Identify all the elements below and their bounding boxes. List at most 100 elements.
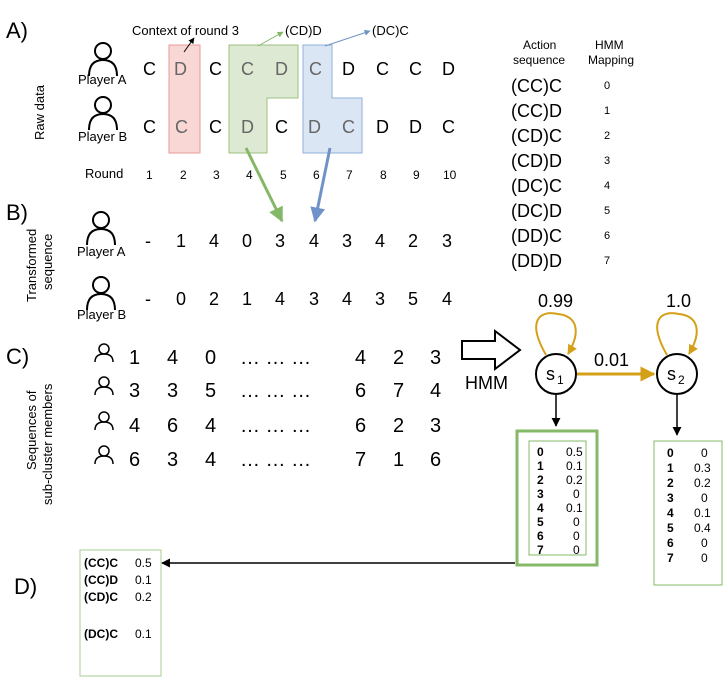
player-b-label: Player B — [78, 129, 127, 144]
transformed-b-cell: 4 — [442, 289, 452, 309]
interp-val: 0.5 — [135, 556, 152, 570]
mapping-seq: (CD)D — [511, 151, 562, 171]
interp-seq: (CC)C — [84, 556, 118, 570]
seq-cell: 3 — [430, 347, 441, 369]
mapping-val: 0 — [604, 80, 610, 92]
seq-ellipsis: … … … — [240, 347, 311, 369]
emission-key: 3 — [537, 487, 544, 501]
green-transform-arrow — [244, 147, 284, 223]
round-number: 10 — [443, 168, 457, 182]
emission-val: 0.1 — [566, 459, 583, 473]
member-icon — [94, 376, 114, 396]
transformed-player-b-row: - 0 2 1 4 3 4 3 5 4 — [145, 289, 452, 309]
transformed-b-cell: 2 — [209, 289, 219, 309]
seq-cell: 2 — [393, 415, 404, 437]
raw-a-cell: C — [241, 59, 254, 79]
interp-seq: (CC)D — [84, 573, 118, 587]
seq-cell: 7 — [355, 449, 366, 471]
emission-key: 2 — [537, 473, 544, 487]
round-label: Round — [85, 166, 123, 181]
member-icon — [94, 445, 114, 465]
member-sequence-row: 3 3 5 … … … 6 7 4 — [129, 380, 441, 402]
sequences-of-side-label: Sequences of — [24, 390, 39, 470]
context-highlight-red — [168, 44, 201, 154]
mapping-header-map-1: HMM — [595, 38, 624, 52]
state-s1-label: s — [546, 364, 555, 384]
round-number: 5 — [280, 168, 287, 182]
mapping-seq: (DC)C — [511, 176, 562, 196]
raw-a-cell: D — [342, 59, 355, 79]
self-prob-s2: 1.0 — [666, 291, 691, 311]
emission-box-s2 — [653, 440, 723, 586]
seq-cell: 4 — [430, 380, 441, 402]
seq-cell: 4 — [167, 347, 178, 369]
round-number: 8 — [380, 168, 387, 182]
round-number: 6 — [313, 168, 320, 182]
emission-key: 5 — [537, 515, 544, 529]
section-b-label: B) — [6, 200, 28, 225]
green-label-arrow — [257, 31, 284, 47]
emission-val: 0 — [573, 543, 580, 557]
round-number: 9 — [413, 168, 420, 182]
seq-cell: 5 — [205, 380, 216, 402]
emission-key: 6 — [537, 529, 544, 543]
emission-val: 0.2 — [566, 473, 583, 487]
emission-key: 1 — [667, 461, 674, 475]
round-number: 1 — [146, 168, 153, 182]
transformed-b-cell: 4 — [275, 289, 285, 309]
transformed-b-cell: 0 — [176, 289, 186, 309]
seq-ellipsis: … … … — [240, 415, 311, 437]
raw-b-cell: C — [175, 117, 188, 137]
self-loop-s1 — [535, 312, 577, 356]
mapping-val: 2 — [604, 130, 610, 142]
transformed-player-a-row: - 1 4 0 3 4 3 4 2 3 — [145, 231, 452, 251]
seq-cell: 6 — [430, 449, 441, 471]
sub-cluster-members-side-label: sub-cluster members — [40, 383, 55, 505]
player-a-label: Player A — [78, 72, 127, 87]
seq-ellipsis: … … … — [240, 449, 311, 471]
raw-a-cell: D — [442, 59, 455, 79]
emission-val: 0.2 — [694, 476, 711, 490]
member-icon — [94, 411, 114, 431]
blue-sequence-label: (DC)C — [372, 23, 409, 38]
raw-b-cell: C — [275, 117, 288, 137]
blue-transform-arrow — [310, 147, 332, 223]
interp-val: 0.1 — [135, 573, 152, 587]
emission-key: 0 — [667, 446, 674, 460]
emission-val: 0 — [701, 551, 708, 565]
player-a-icon — [88, 42, 118, 77]
member-sequence-row: 1 4 0 … … … 4 2 3 — [129, 347, 441, 369]
raw-b-cell: C — [342, 117, 355, 137]
mapping-seq: (CD)C — [511, 126, 562, 146]
emission-val: 0 — [573, 487, 580, 501]
player-b-icon-transformed — [86, 276, 116, 311]
mapping-val: 6 — [604, 230, 610, 242]
emission-key: 6 — [667, 536, 674, 550]
emission-val: 0 — [701, 446, 708, 460]
raw-a-cell: D — [174, 59, 187, 79]
transformed-a-cell: 3 — [342, 231, 352, 251]
emission-val: 0.5 — [566, 445, 583, 459]
seq-cell: 4 — [205, 449, 216, 471]
seq-cell: 1 — [393, 449, 404, 471]
interpretation-box — [79, 549, 162, 677]
raw-a-cell: C — [376, 59, 389, 79]
round-number: 4 — [246, 168, 253, 182]
emission-val: 0.1 — [566, 501, 583, 515]
transformed-a-cell: 2 — [408, 231, 418, 251]
transformed-a-cell: 3 — [442, 231, 452, 251]
mapping-table: Action sequence HMM Mapping (CC)C 0 (CC)… — [511, 38, 634, 271]
raw-b-cell: C — [143, 117, 156, 137]
transformed-a-cell: 3 — [275, 231, 285, 251]
emission-key: 3 — [667, 491, 674, 505]
raw-player-b-row: C C C C D C D C D D C — [143, 117, 455, 137]
emission-key: 5 — [667, 521, 674, 535]
raw-a-cell: C — [143, 59, 156, 79]
member-sequences: 1 4 0 … … … 4 2 3 3 3 5 … … … 6 7 4 4 6 … — [129, 347, 441, 471]
player-b-label-transformed: Player B — [77, 307, 126, 322]
mapping-seq: (CC)C — [511, 76, 562, 96]
seq-cell: 6 — [167, 415, 178, 437]
transformed-b-cell: - — [145, 289, 151, 309]
